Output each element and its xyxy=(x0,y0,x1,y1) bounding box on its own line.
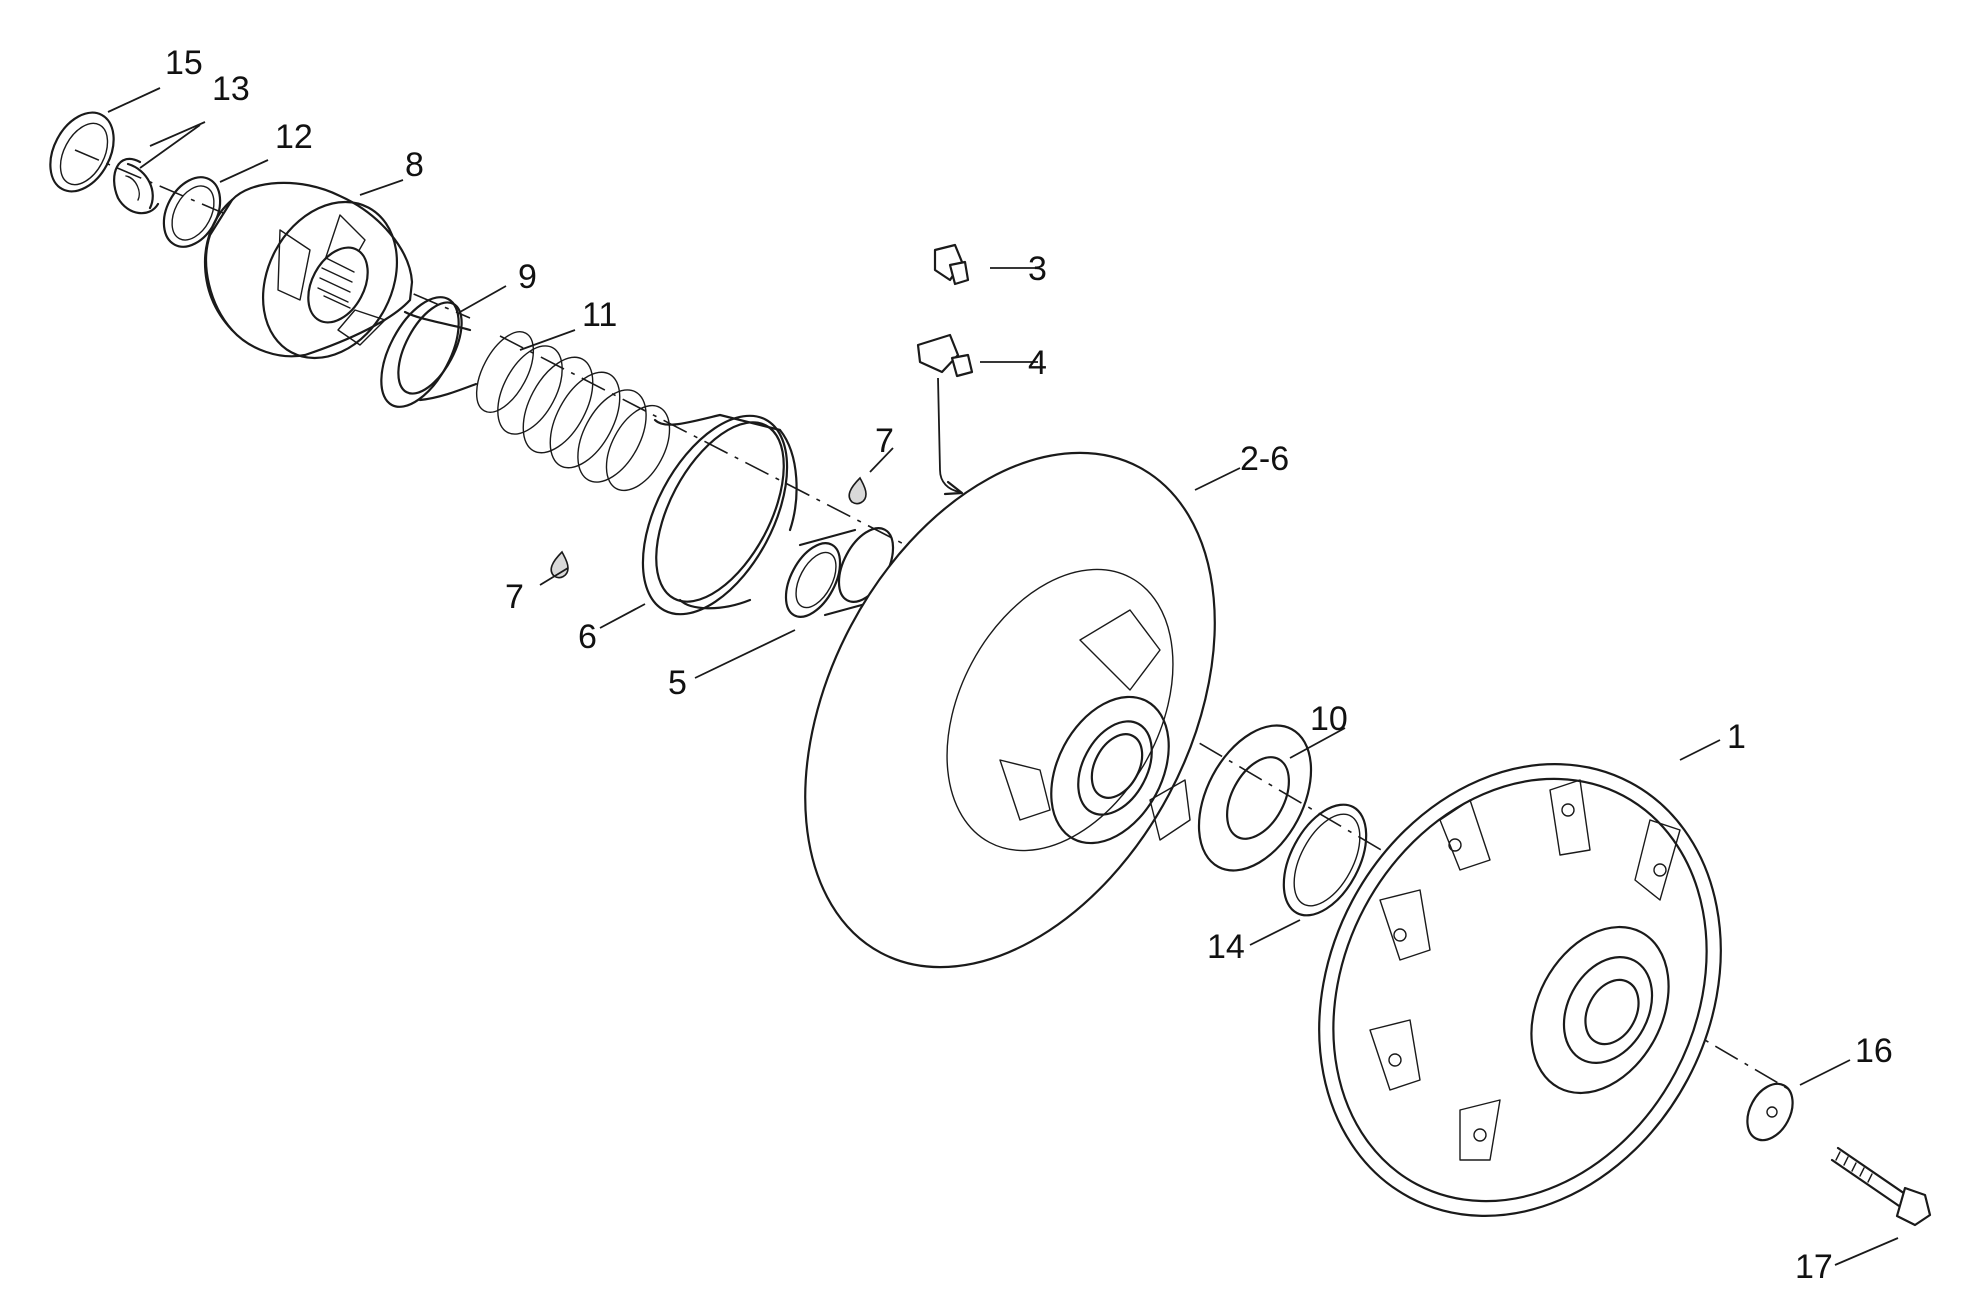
callout-7-left: 7 xyxy=(505,578,524,616)
part-4-slider xyxy=(916,333,974,378)
callout-3: 3 xyxy=(1028,250,1047,288)
part-8-cam xyxy=(203,181,414,360)
callout-16: 16 xyxy=(1855,1032,1893,1070)
callout-8: 8 xyxy=(405,146,424,184)
callout-12: 12 xyxy=(275,118,313,156)
part-9-bushing xyxy=(380,296,478,408)
part-16-washer xyxy=(1746,1082,1794,1142)
arrow-head xyxy=(943,480,964,496)
callout-2-6: 2-6 xyxy=(1240,440,1289,478)
callout-13: 13 xyxy=(212,70,250,108)
part-11-spring xyxy=(475,331,671,492)
callout-6: 6 xyxy=(578,618,597,656)
callout-9: 9 xyxy=(518,258,537,296)
part-7-grease-drops xyxy=(550,476,867,579)
callout-5: 5 xyxy=(668,664,687,702)
callout-1: 1 xyxy=(1727,718,1746,756)
callout-4: 4 xyxy=(1028,344,1047,382)
callout-15: 15 xyxy=(165,44,203,82)
callout-10: 10 xyxy=(1310,700,1348,738)
arrow-4-to-sheave xyxy=(937,377,961,493)
part-3-slider xyxy=(933,243,970,286)
leader-lines xyxy=(107,87,1899,1266)
callout-11: 11 xyxy=(582,296,617,334)
part-14-ring xyxy=(1282,803,1368,917)
part-6-cup xyxy=(641,413,798,616)
part-13-keys xyxy=(113,157,160,215)
part-10-washer xyxy=(1197,724,1313,872)
part-15-snap-ring xyxy=(49,111,115,193)
callout-7-top: 7 xyxy=(875,422,894,460)
callout-17: 17 xyxy=(1795,1248,1833,1286)
part-2-6-sheave xyxy=(804,451,1216,969)
part-1-fixed-sheave xyxy=(1318,763,1722,1217)
part-17-bolt xyxy=(1830,1146,1932,1227)
callout-14: 14 xyxy=(1207,928,1245,966)
